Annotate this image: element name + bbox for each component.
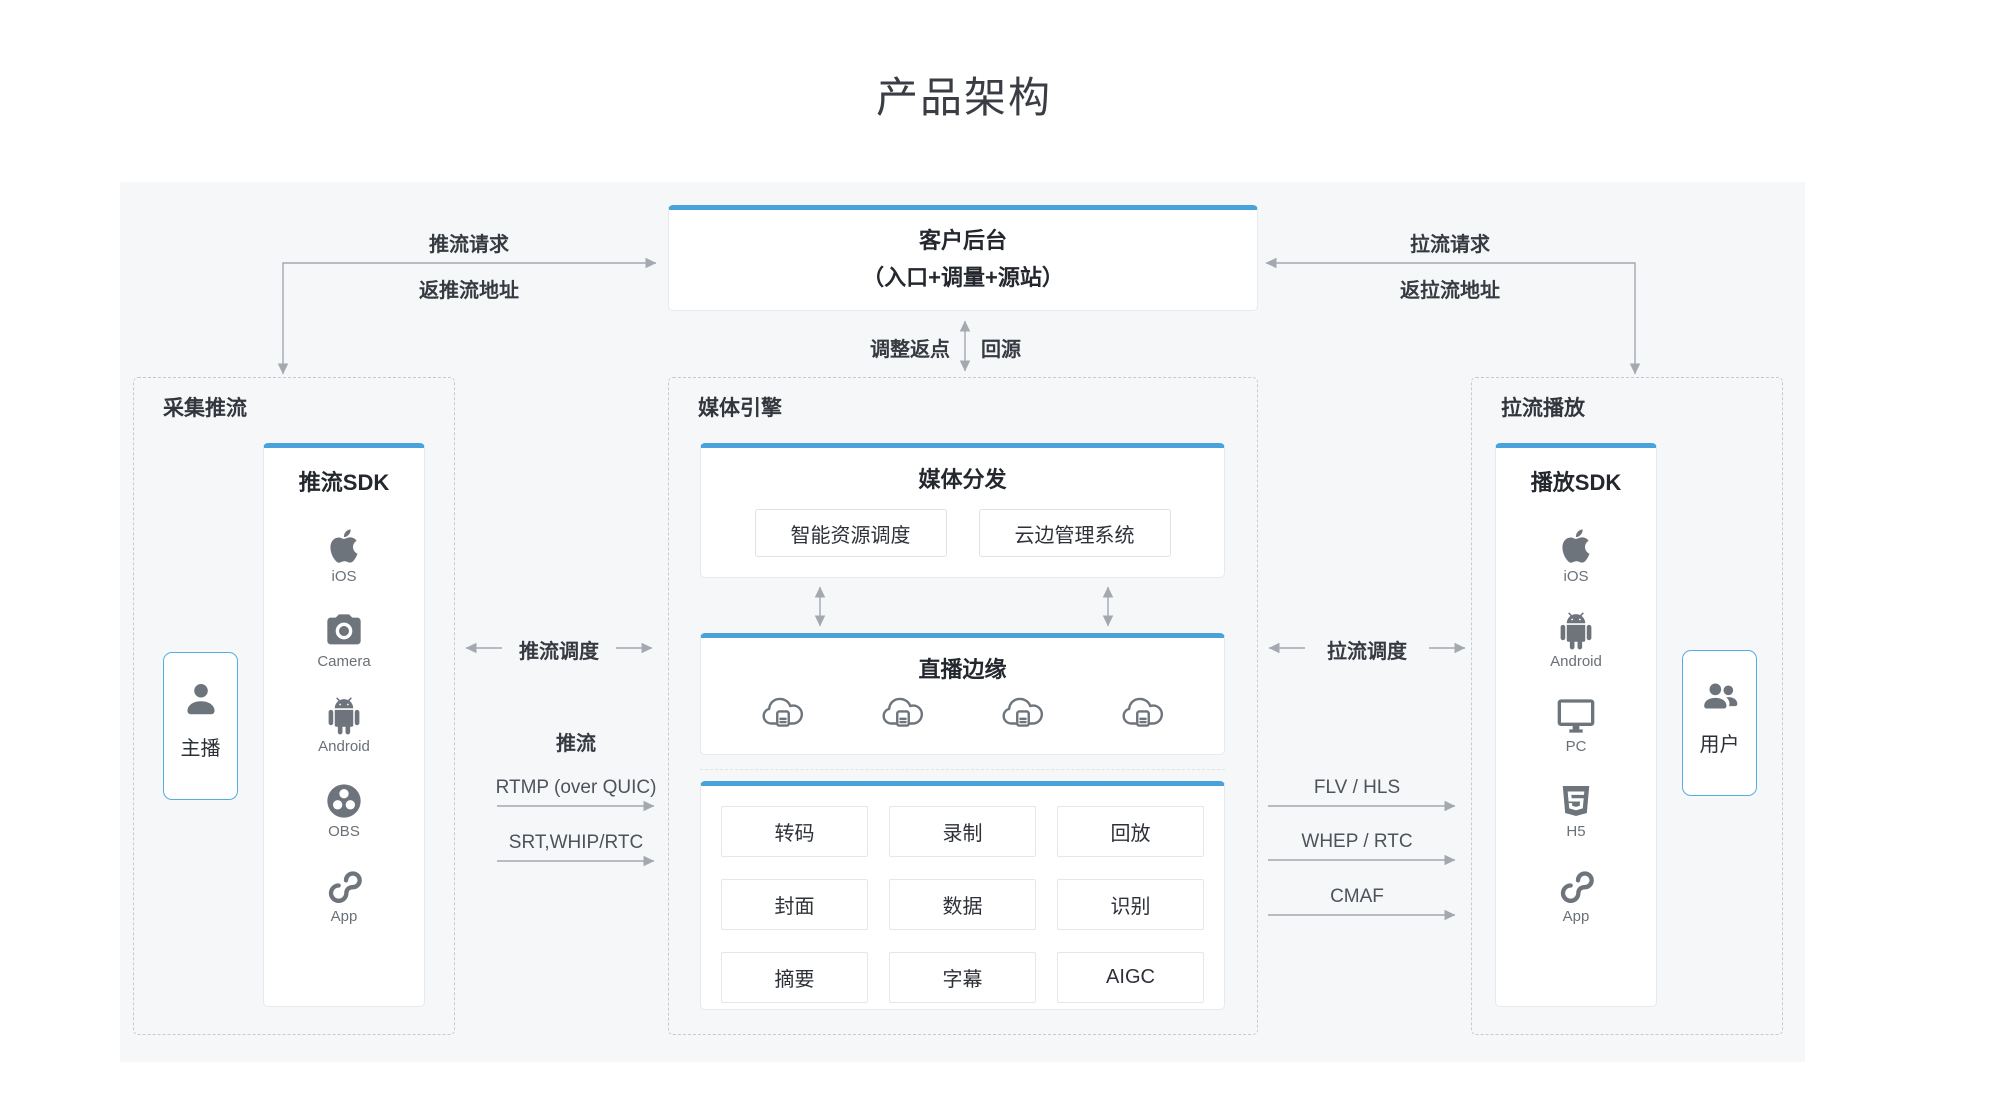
anchor-box: 主播 [163, 652, 238, 800]
anchor-label: 主播 [180, 738, 221, 760]
pull-schedule-label: 拉流调度 [1327, 641, 1407, 663]
playback-section [1471, 377, 1783, 1035]
user-label: 用户 [1699, 734, 1740, 756]
camera-icon [327, 614, 361, 645]
page-title: 产品架构 [875, 74, 1053, 121]
playback-section-label: 拉流播放 [1501, 397, 1585, 420]
obs-icon [327, 784, 361, 818]
html5-icon [1562, 786, 1590, 816]
chip-cloud-edge-mgmt: 云边管理系统 [978, 509, 1171, 557]
push-sdk-title: 推流SDK [298, 470, 390, 495]
feature-record: 录制 [889, 806, 1036, 857]
pull-protocol-whep: WHEP / RTC [1301, 831, 1413, 852]
android-icon [1560, 612, 1592, 650]
link-icon [1560, 871, 1594, 903]
media-distribution-title: 媒体分发 [918, 467, 1007, 492]
push-return-label: 返推流地址 [419, 280, 519, 302]
feature-transcode: 转码 [721, 806, 868, 857]
cloud-server-icon [881, 697, 923, 727]
edge-nodes [701, 694, 1224, 730]
engine-separator [700, 769, 1225, 770]
user-box: 用户 [1682, 650, 1757, 796]
link-icon [328, 871, 362, 903]
push-sdk-items: iOS Camera Android OBS [317, 526, 371, 925]
capture-section [133, 377, 455, 1035]
sdk-item-pc: PC [1550, 696, 1602, 755]
push-protocol-rtmp: RTMP (over QUIC) [495, 777, 657, 798]
player-sdk-items: iOS Android PC H5 App [1550, 526, 1602, 925]
apple-icon [1562, 529, 1590, 563]
sdk-item-ios: iOS [1550, 526, 1602, 585]
sdk-item-h5: H5 [1550, 781, 1602, 840]
sdk-item-ios: iOS [317, 526, 370, 585]
live-edge-box: 直播边缘 [700, 633, 1225, 755]
push-request-label: 推流请求 [429, 234, 509, 256]
pull-protocol-cmaf: CMAF [1330, 886, 1384, 907]
engine-section-label: 媒体引擎 [698, 397, 782, 420]
feature-cover: 封面 [721, 879, 868, 930]
customer-backend-subtitle: （入口+调量+源站） [862, 265, 1064, 290]
feature-recognition: 识别 [1057, 879, 1204, 930]
feature-subtitle: 字幕 [889, 952, 1036, 1003]
cloud-server-icon [1001, 697, 1043, 727]
push-sdk-card: 推流SDK iOS Camera Android [263, 443, 425, 1007]
sdk-item-android: Android [1550, 611, 1602, 670]
push-schedule-label: 推流调度 [519, 641, 599, 663]
distribution-chips: 智能资源调度 云边管理系统 [701, 509, 1224, 557]
apple-icon [330, 529, 358, 563]
pull-return-label: 返拉流地址 [1400, 280, 1500, 302]
feature-data: 数据 [889, 879, 1036, 930]
feature-aigc: AIGC [1057, 952, 1204, 1003]
push-label: 推流 [556, 733, 596, 755]
users-icon [1703, 683, 1737, 709]
cloud-server-icon [761, 697, 803, 727]
origin-label: 回源 [981, 339, 1021, 361]
push-protocol-srt: SRT,WHIP/RTC [508, 832, 644, 853]
live-edge-title: 直播边缘 [918, 657, 1007, 682]
pull-request-label: 拉流请求 [1410, 234, 1490, 256]
person-icon [186, 683, 215, 715]
feature-playback: 回放 [1057, 806, 1204, 857]
chip-smart-scheduling: 智能资源调度 [754, 509, 947, 557]
sdk-item-obs: OBS [317, 781, 370, 840]
sdk-item-android: Android [317, 696, 370, 755]
customer-backend-title: 客户后台 [918, 228, 1007, 253]
player-sdk-card: 播放SDK iOS Android PC H5 App [1495, 443, 1657, 1007]
player-sdk-title: 播放SDK [1530, 470, 1622, 495]
capture-section-label: 采集推流 [163, 397, 247, 420]
media-distribution-box: 媒体分发 智能资源调度 云边管理系统 [700, 443, 1225, 578]
customer-backend-box: 客户后台 （入口+调量+源站） [668, 205, 1258, 311]
monitor-icon [1557, 699, 1595, 733]
adjust-label: 调整返点 [870, 339, 950, 361]
sdk-item-camera: Camera [317, 611, 371, 670]
engine-section [668, 377, 1258, 1035]
feature-summary: 摘要 [721, 952, 868, 1003]
sdk-item-app: App [317, 866, 370, 925]
pull-protocol-flv: FLV / HLS [1313, 777, 1401, 798]
media-features-box: 转码 录制 回放 封面 数据 识别 摘要 字幕 AIGC [700, 781, 1225, 1010]
cloud-server-icon [1121, 697, 1163, 727]
sdk-item-app: App [1550, 866, 1602, 925]
features-grid: 转码 录制 回放 封面 数据 识别 摘要 字幕 AIGC [721, 806, 1204, 1003]
android-icon [328, 697, 360, 735]
